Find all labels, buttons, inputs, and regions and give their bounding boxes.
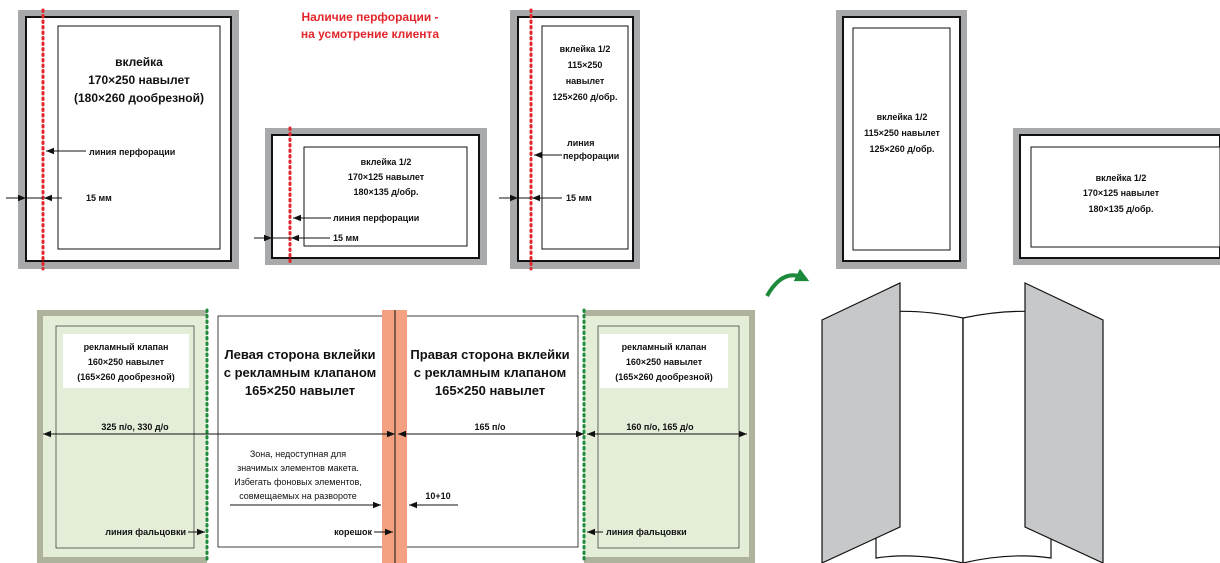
full-insert-size: 170×250 навылет (88, 73, 190, 87)
dim-middle-label: 165 п/о (475, 422, 506, 432)
half-insert-horizontal-panel: вклейка 1/2 170×125 навылет 180×135 д/об… (254, 126, 487, 267)
full-insert-panel: вклейка 170×250 навылет (180×260 дообрез… (6, 8, 239, 271)
curved-arrow-icon (765, 268, 810, 298)
plain-h-size: 170×125 навылет (1083, 188, 1160, 198)
perforation-note-line2: на усмотрение клиента (301, 27, 440, 41)
plain-h-title: вклейка 1/2 (1096, 173, 1147, 183)
zone-note-line3: Избегать фоновых элементов, (234, 477, 362, 487)
perf-label: линия перфорации (89, 147, 175, 157)
perforation-note-line1: Наличие перфорации - (301, 10, 438, 24)
fold-label-left: линия фальцовки (105, 527, 186, 537)
right-flap-untrimmed: (165×260 дообрезной) (615, 372, 713, 382)
plain-h-trim (1030, 146, 1220, 248)
spine-size-label: 10+10 (425, 491, 450, 501)
right-page-title: Правая сторона вклейки (410, 347, 569, 362)
plain-half-horizontal-panel: вклейка 1/2 170×125 навылет 180×135 д/об… (1013, 128, 1220, 265)
left-page-size: 165×250 навылет (245, 383, 355, 398)
full-insert-title: вклейка (115, 55, 163, 69)
left-flap-title: рекламный клапан (84, 342, 169, 352)
half-insert-vertical-panel: вклейка 1/2 115×250 навылет 125×260 д/об… (499, 8, 640, 271)
right-flap-label-bg (600, 334, 728, 388)
plain-v-trim (852, 27, 951, 251)
half-h-title: вклейка 1/2 (361, 157, 412, 167)
book-left-flap (821, 282, 901, 563)
right-page-subtitle: с рекламным клапаном (414, 365, 566, 380)
left-page-title: Левая сторона вклейки (224, 347, 375, 362)
right-flap-size: 160×250 навылет (626, 357, 703, 367)
half-v-bleed: навылет (566, 76, 605, 86)
left-flap-label-bg (63, 334, 189, 388)
perf-label-line1: линия (567, 138, 594, 148)
zone-note-line1: Зона, недоступная для (250, 449, 346, 459)
zone-note-line4: совмещаемых на развороте (239, 491, 357, 501)
full-insert-trim (57, 25, 221, 250)
fold-label-right: линия фальцовки (606, 527, 687, 537)
left-flap-untrimmed: (165×260 дообрезной) (77, 372, 175, 382)
half-h-untrimmed: 180×135 д/обр. (353, 187, 418, 197)
plain-v-untrimmed: 125×260 д/обр. (869, 144, 934, 154)
right-page-size: 165×250 навылет (435, 383, 545, 398)
half-v-title: вклейка 1/2 (560, 44, 611, 54)
plain-half-vertical-panel: вклейка 1/2 115×250 навылет 125×260 д/об… (836, 10, 967, 269)
half-h-trim (303, 146, 468, 247)
plain-v-size: 115×250 навылет (864, 128, 940, 138)
perf-label: линия перфорации (333, 213, 419, 223)
flap-spread-panel: рекламный клапан 160×250 навылет (165×26… (37, 308, 755, 563)
offset-label: 15 мм (566, 193, 592, 203)
dim-left-label: 325 п/о, 330 д/о (101, 422, 169, 432)
half-v-trim (541, 25, 629, 250)
dim-right-label: 160 п/о, 165 д/о (626, 422, 694, 432)
plain-h-untrimmed: 180×135 д/обр. (1088, 204, 1153, 214)
offset-label: 15 мм (333, 233, 359, 243)
full-insert-untrimmed: (180×260 дообрезной) (74, 91, 204, 105)
half-v-size: 115×250 (568, 60, 603, 70)
book-right-flap (1024, 282, 1104, 563)
left-page-subtitle: с рекламным клапаном (224, 365, 376, 380)
left-flap-size: 160×250 навылет (88, 357, 165, 367)
zone-note-line2: значимых элементов макета. (237, 463, 359, 473)
perf-label-line2: перфорации (563, 151, 619, 161)
right-flap-title: рекламный клапан (622, 342, 707, 352)
open-book-illustration (821, 282, 1104, 563)
spine-label: корешок (334, 527, 372, 537)
plain-v-title: вклейка 1/2 (877, 112, 928, 122)
half-v-untrimmed: 125×260 д/обр. (552, 92, 617, 102)
half-h-size: 170×125 навылет (348, 172, 425, 182)
offset-label: 15 мм (86, 193, 112, 203)
